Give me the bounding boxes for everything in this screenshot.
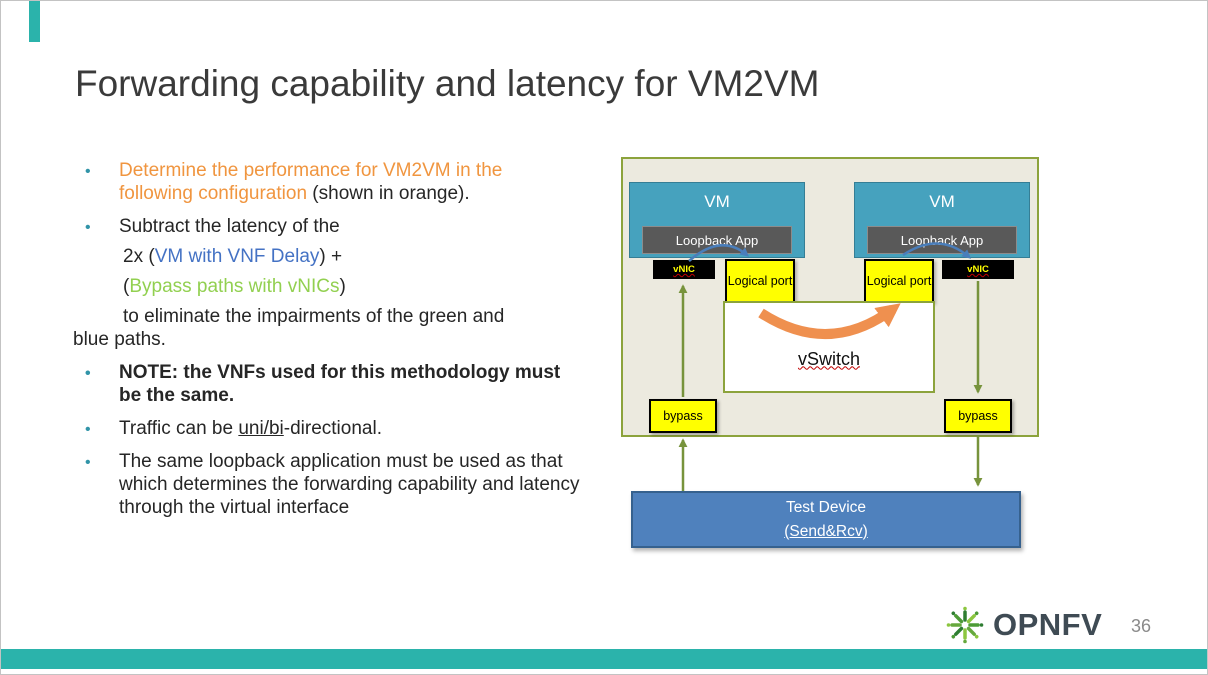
vnic-left-label: vNIC bbox=[673, 264, 695, 275]
bullet-subtract-line5: blue paths. bbox=[73, 329, 166, 350]
bullet-subtract-line1: Subtract the latency of the bbox=[119, 215, 581, 238]
bullet-determine-orange-text: Determine the performance for VM2VM in t… bbox=[119, 160, 503, 204]
bullet-note: NOTE: the VNFs used for this methodology… bbox=[73, 361, 581, 407]
vnic-box-right: vNIC bbox=[942, 260, 1014, 279]
vm-vnf-delay-text: VM with VNF Delay bbox=[154, 246, 320, 267]
loopback-app-left: Loopback App bbox=[642, 226, 792, 254]
test-device-title: Test Device bbox=[785, 499, 867, 517]
opnfv-logo-text: OPNFV bbox=[993, 607, 1103, 642]
bullet-list: Determine the performance for VM2VM in t… bbox=[73, 159, 581, 529]
top-accent-bar bbox=[29, 1, 40, 42]
vm2vm-diagram: VM Loopback App VM Loopback App vNIC vNI… bbox=[621, 157, 1039, 557]
opnfv-logo: OPNFV bbox=[945, 605, 1102, 645]
line2-pre: 2x ( bbox=[123, 246, 155, 267]
test-device-box: Test Device (Send&Rcv) bbox=[631, 491, 1021, 548]
vm-box-right: VM Loopback App bbox=[854, 182, 1030, 258]
bypass-paths-text: Bypass paths with vNICs bbox=[129, 276, 340, 297]
vnic-right-label: vNIC bbox=[967, 264, 989, 275]
bullet-subtract: Subtract the latency of the 2x (VM with … bbox=[73, 215, 581, 351]
test-device-subtitle: (Send&Rcv) bbox=[784, 522, 868, 540]
logical-port-left: Logical port bbox=[725, 259, 795, 303]
traffic-underlined: uni/bi bbox=[238, 418, 284, 439]
line3-post: ) bbox=[339, 276, 346, 297]
line2-post: ) + bbox=[319, 246, 343, 267]
page-title: Forwarding capability and latency for VM… bbox=[75, 63, 820, 104]
opnfv-logo-icon bbox=[946, 606, 984, 644]
traffic-pre: Traffic can be bbox=[119, 418, 239, 439]
bullet-determine: Determine the performance for VM2VM in t… bbox=[73, 159, 581, 205]
vm-right-label: VM bbox=[929, 192, 955, 211]
logical-port-right: Logical port bbox=[864, 259, 934, 303]
bullet-subtract-line3: (Bypass paths with vNICs) bbox=[123, 275, 581, 298]
bullet-determine-rest-text: (shown in orange). bbox=[307, 183, 470, 204]
vm-left-label: VM bbox=[704, 192, 730, 211]
loopback-app-right: Loopback App bbox=[867, 226, 1017, 254]
vswitch-label: vSwitch bbox=[797, 348, 860, 369]
traffic-post: -directional. bbox=[283, 418, 382, 439]
bypass-box-left: bypass bbox=[649, 399, 717, 433]
subtract-text: Subtract the latency of the bbox=[119, 216, 340, 237]
bullet-traffic: Traffic can be uni/bi-directional. bbox=[73, 417, 581, 441]
bullet-subtract-line4: to eliminate the impairments of the gree… bbox=[123, 306, 505, 327]
vswitch-box: vSwitch bbox=[723, 301, 935, 393]
page-number: 36 bbox=[1131, 616, 1152, 636]
bullet-loopback-app: The same loopback application must be us… bbox=[73, 450, 581, 519]
bullet-subtract-line2: 2x (VM with VNF Delay) + bbox=[123, 245, 581, 268]
bottom-accent-bar bbox=[1, 649, 1207, 669]
vnic-box-left: vNIC bbox=[653, 260, 715, 279]
bypass-box-right: bypass bbox=[944, 399, 1012, 433]
line3-pre: ( bbox=[123, 276, 130, 297]
vm-box-left: VM Loopback App bbox=[629, 182, 805, 258]
